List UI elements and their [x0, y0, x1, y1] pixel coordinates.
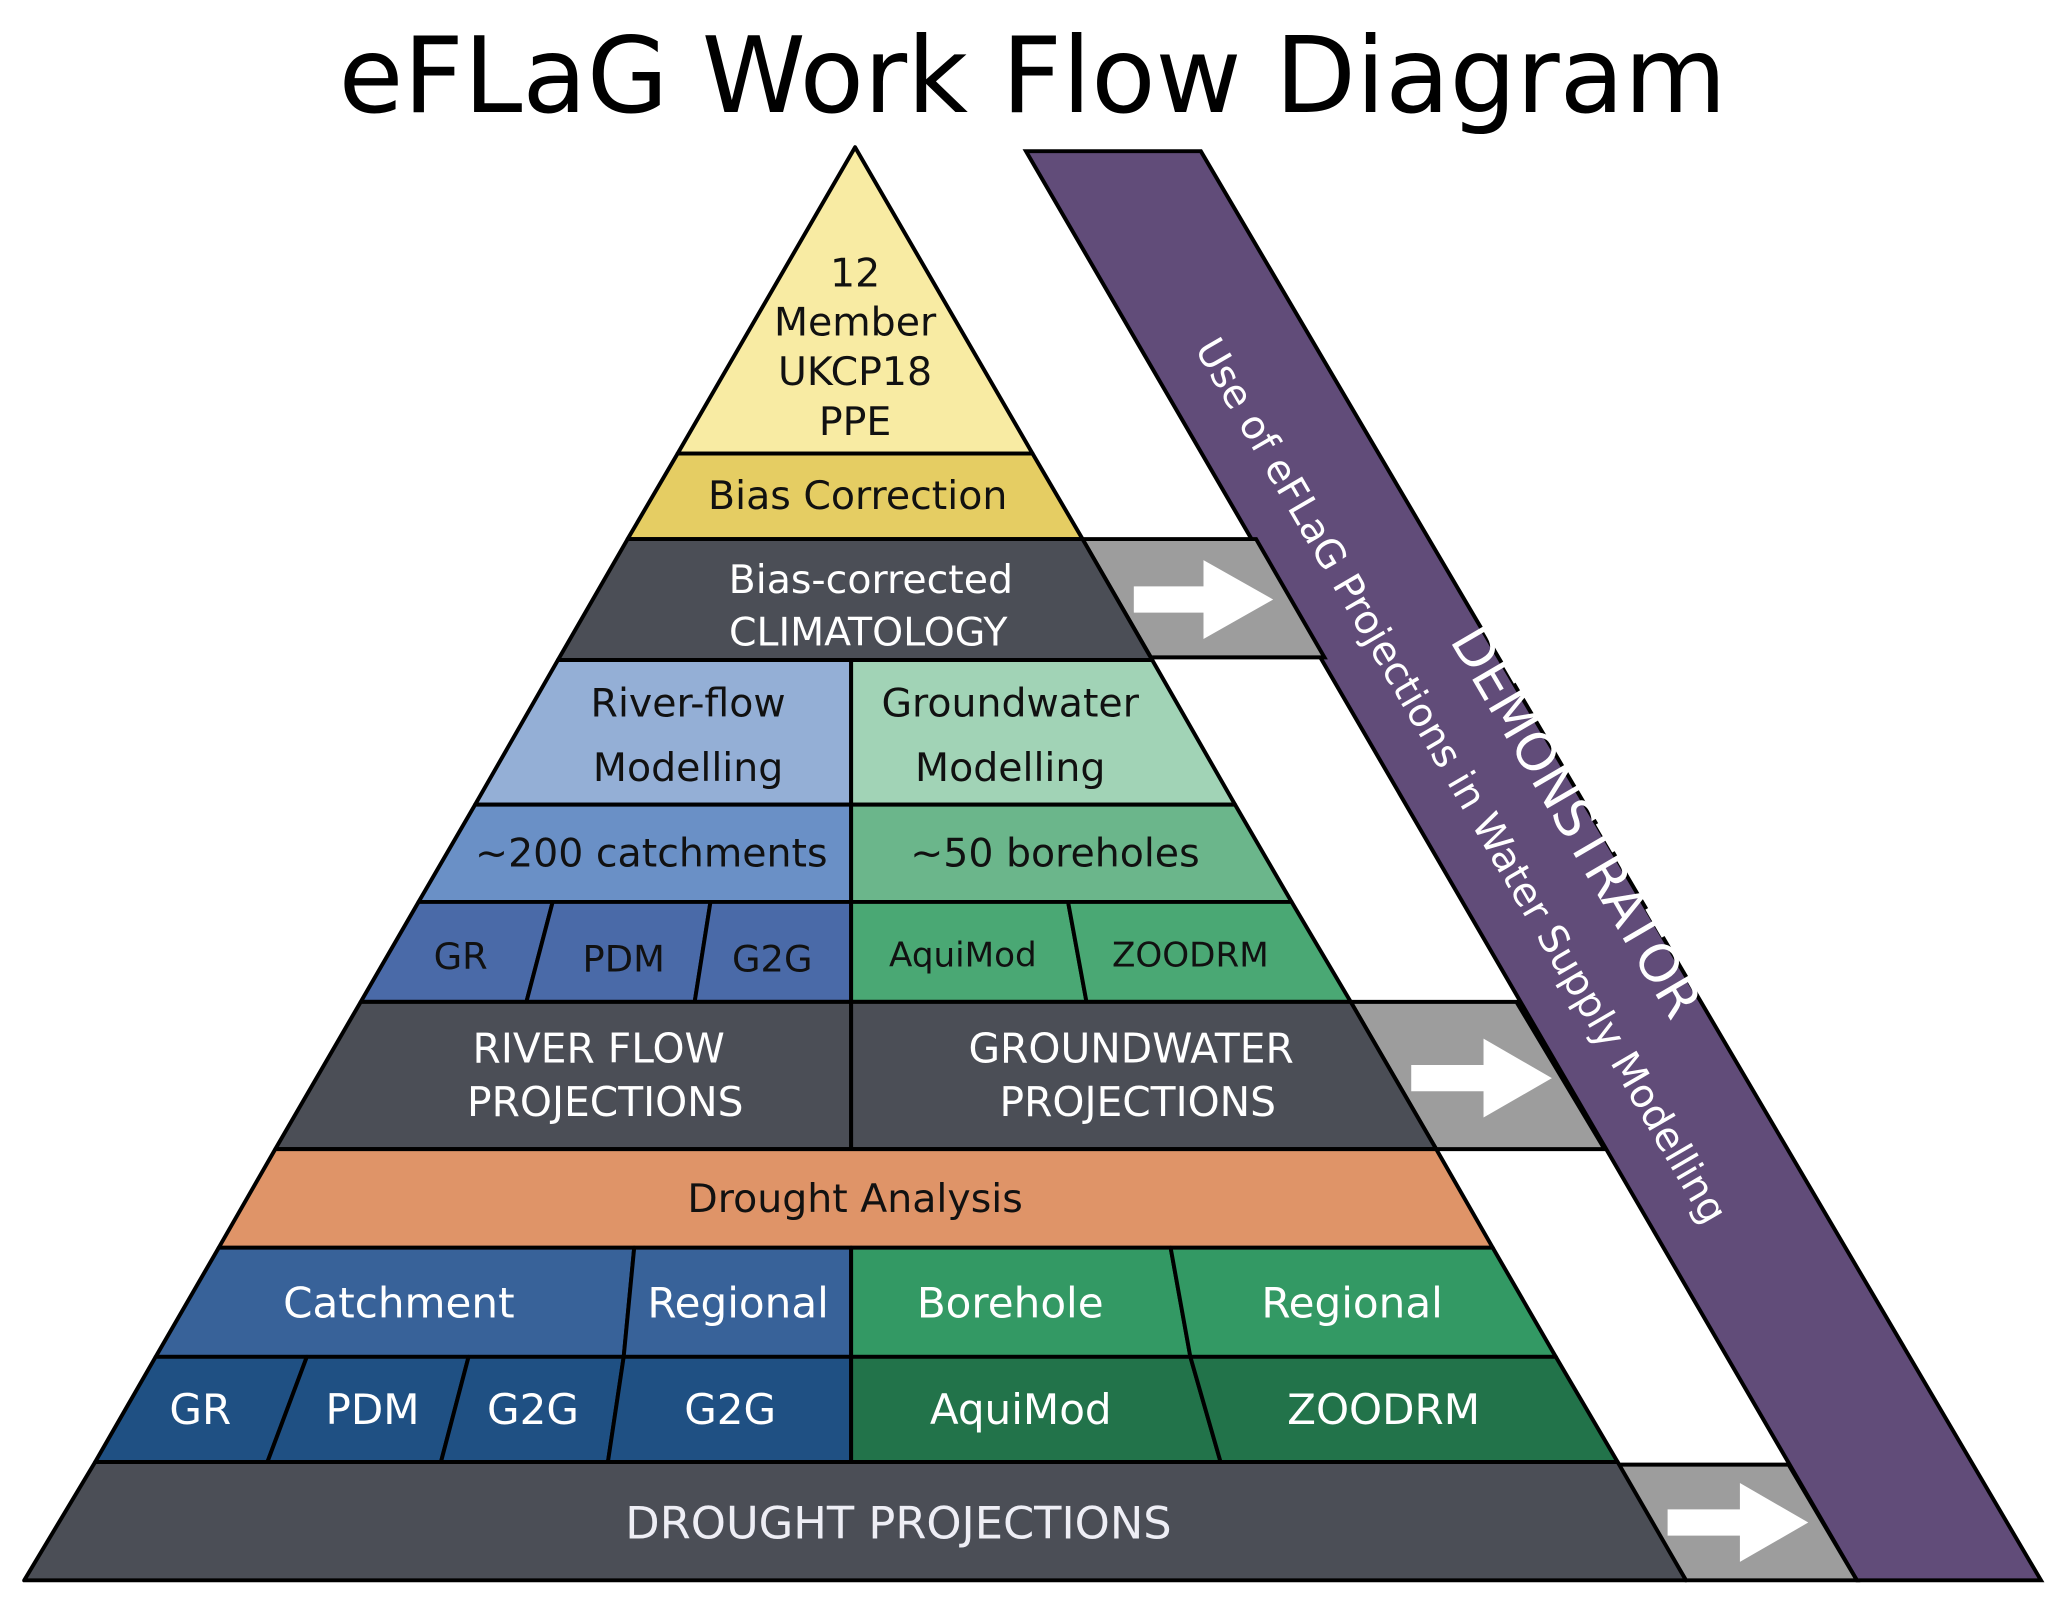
drought-model-g2g-label: G2G: [487, 1385, 579, 1434]
drought-projections-label: DROUGHT PROJECTIONS: [625, 1497, 1171, 1549]
drought-regional-gw-label: Regional: [1261, 1278, 1442, 1327]
drought-analysis-label: Drought Analysis: [687, 1176, 1022, 1222]
model-zoodrm-label: ZOODRM: [1112, 935, 1269, 975]
apex-line-1: 12: [830, 251, 880, 297]
boreholes-label: ~50 boreholes: [910, 830, 1199, 876]
apex-line-2: Member: [774, 299, 937, 345]
layer-drought-projections: [22, 1460, 1688, 1583]
river-modelling-line-2: Modelling: [593, 745, 783, 791]
gw-projections-line-2: PROJECTIONS: [999, 1078, 1276, 1126]
drought-model-gr-label: GR: [169, 1385, 231, 1434]
apex-line-4: PPE: [819, 399, 891, 445]
drought-model-pdm-label: PDM: [326, 1385, 420, 1434]
diagram-title: eFLaG Work Flow Diagram: [339, 14, 1727, 137]
gw-modelling-line-2: Modelling: [915, 745, 1105, 791]
arrow-right-icon: [1133, 560, 1274, 639]
demonstrator-band: [1022, 149, 2045, 1583]
apex-line-3: UKCP18: [778, 349, 932, 395]
catchments-label: ~200 catchments: [475, 830, 828, 876]
model-g2g-label: G2G: [732, 938, 812, 981]
drought-model-zoodrm-label: ZOODRM: [1287, 1385, 1480, 1434]
drought-regional-river-label: Regional: [647, 1278, 828, 1327]
drought-model-aquimod-label: AquiMod: [930, 1385, 1112, 1434]
gw-projections-line-1: GROUNDWATER: [968, 1024, 1293, 1072]
arrow-right-icon: [1667, 1483, 1809, 1562]
arrow-right-icon: [1411, 1038, 1552, 1118]
river-projections-line-1: RIVER FLOW: [473, 1024, 725, 1072]
pyramid: [22, 145, 1688, 1583]
gw-modelling-line-1: Groundwater: [882, 681, 1140, 727]
model-gr-label: GR: [434, 935, 488, 978]
river-modelling-line-1: River-flow: [591, 681, 786, 727]
bias-correction-label: Bias Correction: [708, 473, 1007, 519]
model-aquimod-label: AquiMod: [889, 935, 1037, 975]
drought-model-g2g-regional-label: G2G: [684, 1385, 776, 1434]
river-projections-line-2: PROJECTIONS: [467, 1078, 744, 1126]
climatology-line-1: Bias-corrected: [729, 557, 1013, 603]
climatology-line-2: CLIMATOLOGY: [729, 610, 1008, 656]
drought-borehole-label: Borehole: [917, 1278, 1104, 1327]
model-pdm-label: PDM: [583, 938, 665, 981]
drought-catchment-label: Catchment: [283, 1278, 514, 1327]
